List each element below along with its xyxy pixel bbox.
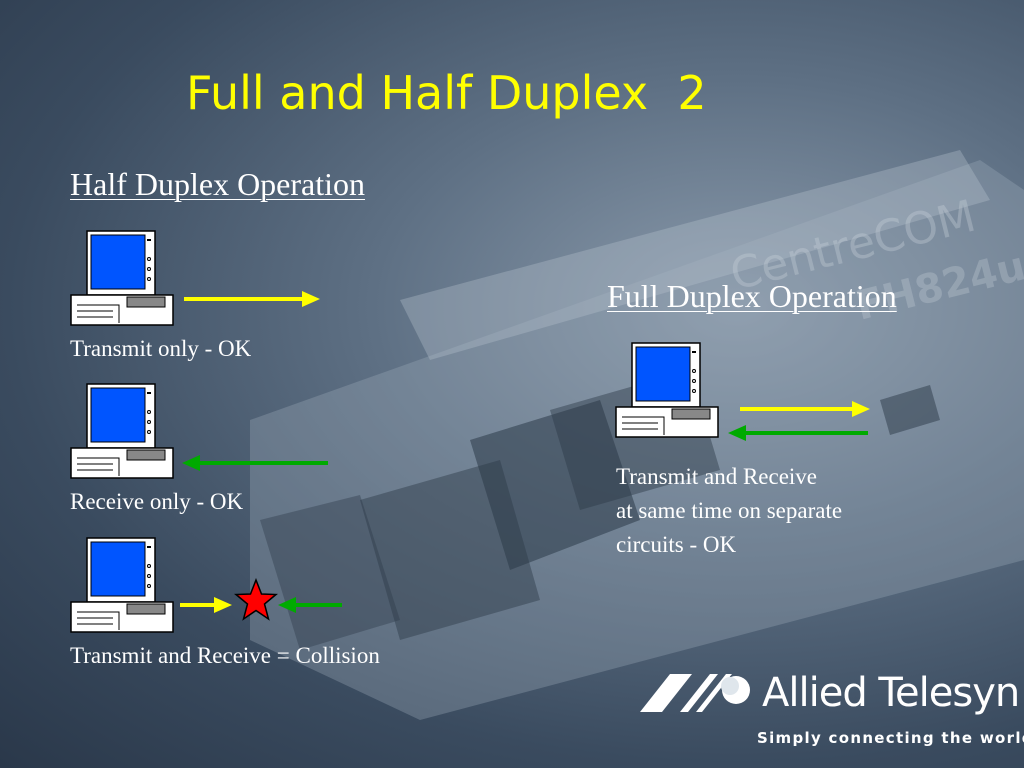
company-tagline: Simply connecting the world [757, 729, 1024, 747]
half-duplex-heading: Half Duplex Operation [70, 166, 366, 202]
computer-icon [615, 342, 719, 438]
arrow-right-icon [740, 401, 870, 417]
arrow-right-icon [184, 291, 320, 307]
computer-icon [70, 230, 174, 326]
slide-title: Full and Half Duplex 2 [186, 66, 707, 120]
collision-star-icon [234, 578, 279, 621]
arrow-left-icon [278, 597, 342, 613]
transmit-only-caption: Transmit only - OK [70, 336, 252, 361]
computer-icon [70, 537, 174, 633]
allied-telesyn-logo-icon [640, 674, 750, 712]
full-duplex-caption-line-1: Transmit and Receive [616, 464, 818, 489]
arrow-left-icon [728, 425, 868, 441]
full-duplex-heading: Full Duplex Operation [607, 278, 897, 314]
full-duplex-caption-line-3: circuits - OK [616, 532, 737, 557]
arrow-right-icon [180, 597, 232, 613]
computer-icon [70, 383, 174, 479]
full-duplex-caption-line-2: at same time on separate [616, 498, 843, 523]
receive-only-caption: Receive only - OK [70, 489, 244, 514]
company-name: Allied Telesyn [762, 670, 1020, 716]
arrow-left-icon [182, 455, 328, 471]
collision-caption: Transmit and Receive = Collision [70, 643, 380, 668]
